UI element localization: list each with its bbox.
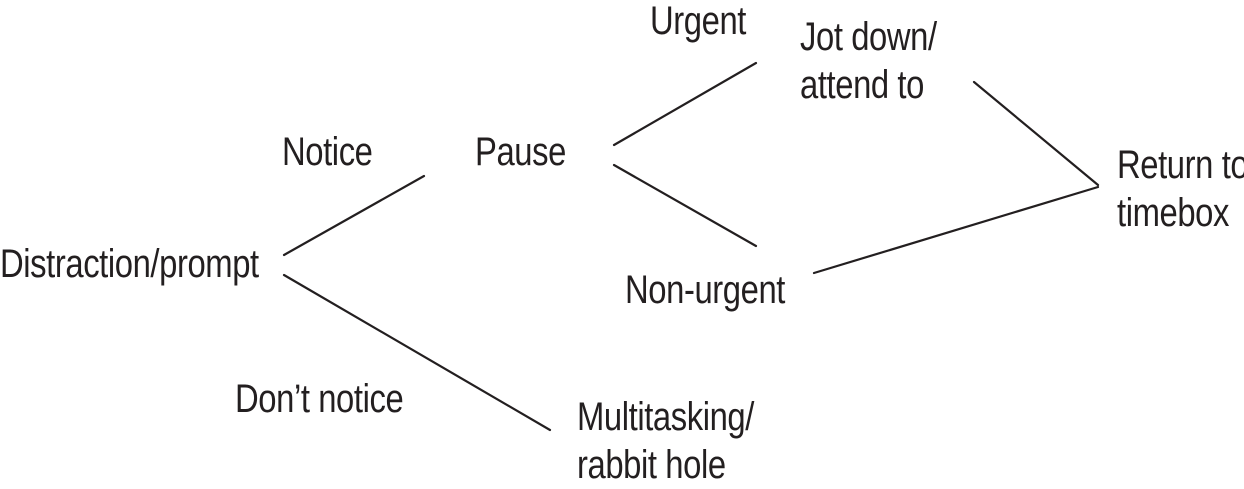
node-multitasking-line-1: Multitasking/ [577,395,754,439]
node-multitasking-line-2: rabbit hole [577,443,726,487]
edge-pause-to-non-urgent [612,163,758,248]
node-non-urgent: Non-urgent [625,268,786,312]
node-pause: Pause [475,130,566,174]
edge-distraction-to-multitasking [282,273,552,432]
edge-non-urgent-to-return [812,185,1100,275]
edge-jot-down-to-return [972,80,1100,187]
edge-label-urgent: Urgent [650,0,746,43]
node-jot-down: Jot down/ attend to [800,13,937,109]
node-return-to-timebox: Return to timebox [1117,141,1244,237]
edge-distraction-to-pause [282,174,426,257]
edge-label-notice: Notice [282,130,373,174]
node-return-line-1: Return to [1117,143,1244,187]
node-multitasking: Multitasking/ rabbit hole [577,393,754,489]
node-return-line-2: timebox [1117,191,1229,235]
node-distraction: Distraction/prompt [0,242,259,286]
node-jot-down-line-1: Jot down/ [800,15,937,59]
edge-label-dont-notice: Don’t notice [235,377,404,421]
edge-pause-to-jot-down [612,61,758,147]
node-jot-down-line-2: attend to [800,63,924,107]
